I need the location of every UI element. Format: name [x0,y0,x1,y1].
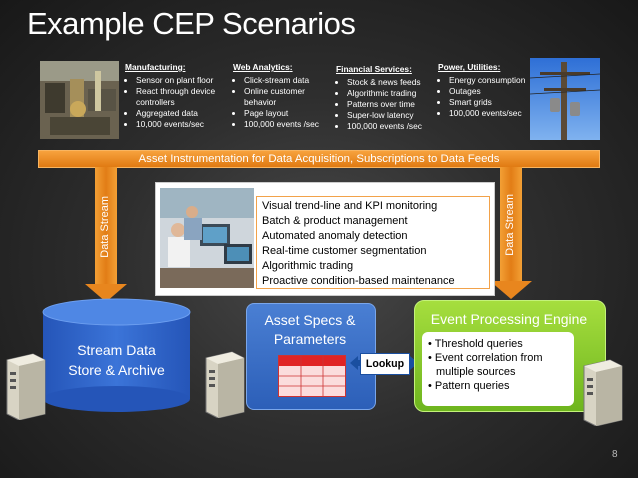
right-data-stream-label: Data Stream [504,194,516,256]
list-item: • Pattern queries [428,380,510,392]
list-item: 100,000 events /sec [347,121,436,132]
list-item: Click-stream data [244,75,333,86]
web-analytics-heading: Web Analytics: [233,62,293,72]
server-icon [580,358,624,427]
list-item: Patterns over time [347,99,436,110]
list-item: React through device controllers [136,86,230,108]
factory-photo [40,61,119,139]
event-processing-engine-title: Event Processing Engine [430,311,588,327]
list-item: Super-low latency [347,110,436,121]
operators-photo [160,188,254,288]
financial-services-column: Financial Services: Stock & news feeds A… [336,64,436,132]
list-item: Automated anomaly detection [262,230,408,242]
lookup-label: Lookup [360,353,410,375]
engine-queries-list: • Threshold queries • Event correlation … [422,332,574,406]
list-item: Real-time customer segmentation [262,245,427,257]
list-item: • Threshold queries [428,338,523,350]
monitoring-capabilities-list: Visual trend-line and KPI monitoring Bat… [256,196,490,289]
left-data-stream-label: Data Stream [99,196,111,258]
list-item: Smart grids [449,97,530,108]
slide-title: Example CEP Scenarios [27,6,356,41]
list-item: Aggregated data [136,108,230,119]
power-line-photo [530,58,600,140]
list-item: Stock & news feeds [347,77,436,88]
list-item: 10,000 events/sec [136,119,230,130]
server-icon [3,352,47,421]
right-arrow-head [490,281,532,299]
asset-specs-label: Asset Specs & Parameters [264,312,356,347]
table-grid-icon [278,355,346,397]
manufacturing-heading: Manufacturing: [125,62,186,72]
page-number: 8 [612,449,618,460]
stream-data-store-label: Stream Data Store & Archive [68,342,165,378]
power-utilities-column: Power, Utilities: Energy consumption Out… [438,62,530,119]
server-icon [202,350,246,419]
list-item: Visual trend-line and KPI monitoring [262,200,438,212]
list-item: • Event correlation from multiple source… [428,352,543,378]
list-item: Page layout [244,108,333,119]
left-arrow-head [85,284,127,302]
list-item: Algorithmic trading [262,260,354,272]
manufacturing-column: Manufacturing: Sensor on plant floor Rea… [125,62,230,130]
asset-instrumentation-banner: Asset Instrumentation for Data Acquisiti… [38,150,600,168]
list-item: Batch & product management [262,215,408,227]
stream-data-store-cylinder [42,298,191,413]
right-data-stream-arrow [500,167,522,282]
list-item: Algorithmic trading [347,88,436,99]
list-item: 100,000 events/sec [449,108,530,119]
list-item: Online customer behavior [244,86,333,108]
power-utilities-heading: Power, Utilities: [438,62,501,72]
web-analytics-column: Web Analytics: Click-stream data Online … [233,62,333,130]
list-item: 100,000 events /sec [244,119,333,130]
list-item: Energy consumption [449,75,530,86]
financial-services-heading: Financial Services: [336,64,412,74]
list-item: Proactive condition-based maintenance [262,275,455,287]
left-data-stream-arrow [95,167,117,285]
list-item: Sensor on plant floor [136,75,230,86]
list-item: Outages [449,86,530,97]
